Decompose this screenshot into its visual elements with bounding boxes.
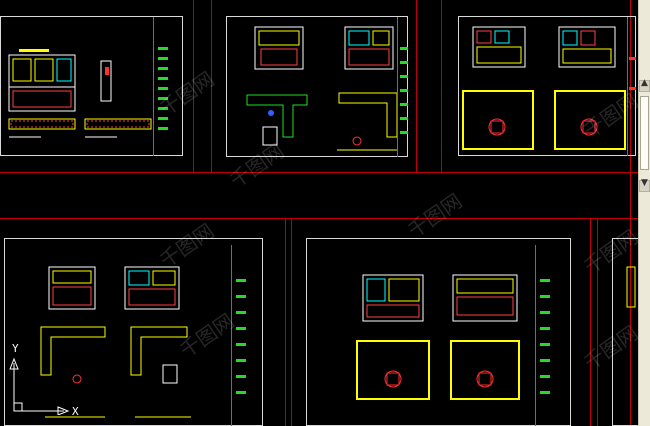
title-block <box>535 245 572 426</box>
chevron-up-icon: ▲ <box>641 78 648 88</box>
drawing-sheet[interactable] <box>458 16 636 156</box>
kitchen-elevation-drawing <box>40 266 191 418</box>
layout-line <box>630 0 631 426</box>
kitchen-layout-drawing <box>462 26 626 150</box>
drawing-sheet[interactable] <box>226 16 408 157</box>
layout-line <box>211 0 212 172</box>
kitchen-plan-drawing <box>246 26 398 151</box>
kitchen-elevation-drawing <box>626 266 636 308</box>
scroll-thumb[interactable] <box>640 96 649 170</box>
layout-line <box>590 218 591 426</box>
layout-line <box>0 218 638 219</box>
ucs-y-label: Y <box>12 342 19 355</box>
chevron-down-icon: ▼ <box>641 178 648 188</box>
drawing-sheet[interactable] <box>0 16 183 156</box>
scroll-down-button[interactable]: ▼ <box>639 178 650 192</box>
kitchen-layout-drawing <box>356 274 520 400</box>
scroll-up-button[interactable]: ▲ <box>639 78 650 92</box>
layout-line <box>441 0 442 172</box>
title-block <box>231 245 264 426</box>
title-block <box>627 17 637 156</box>
layout-line <box>0 172 638 173</box>
drawing-sheet[interactable] <box>4 238 263 426</box>
ucs-x-label: X <box>72 405 79 418</box>
layout-line <box>416 0 417 172</box>
title-block <box>153 17 184 156</box>
kitchen-elevation-drawing <box>8 49 152 138</box>
layout-line <box>597 218 598 426</box>
layout-line <box>193 0 194 172</box>
watermark: 千图网 <box>403 188 467 243</box>
drawing-sheet[interactable] <box>306 238 571 426</box>
vertical-scrollbar[interactable]: ▲ ▼ <box>638 0 650 426</box>
layout-line <box>291 218 292 426</box>
layout-line <box>285 218 286 426</box>
ucs-icon: Y X <box>6 342 79 418</box>
title-block <box>397 17 409 157</box>
